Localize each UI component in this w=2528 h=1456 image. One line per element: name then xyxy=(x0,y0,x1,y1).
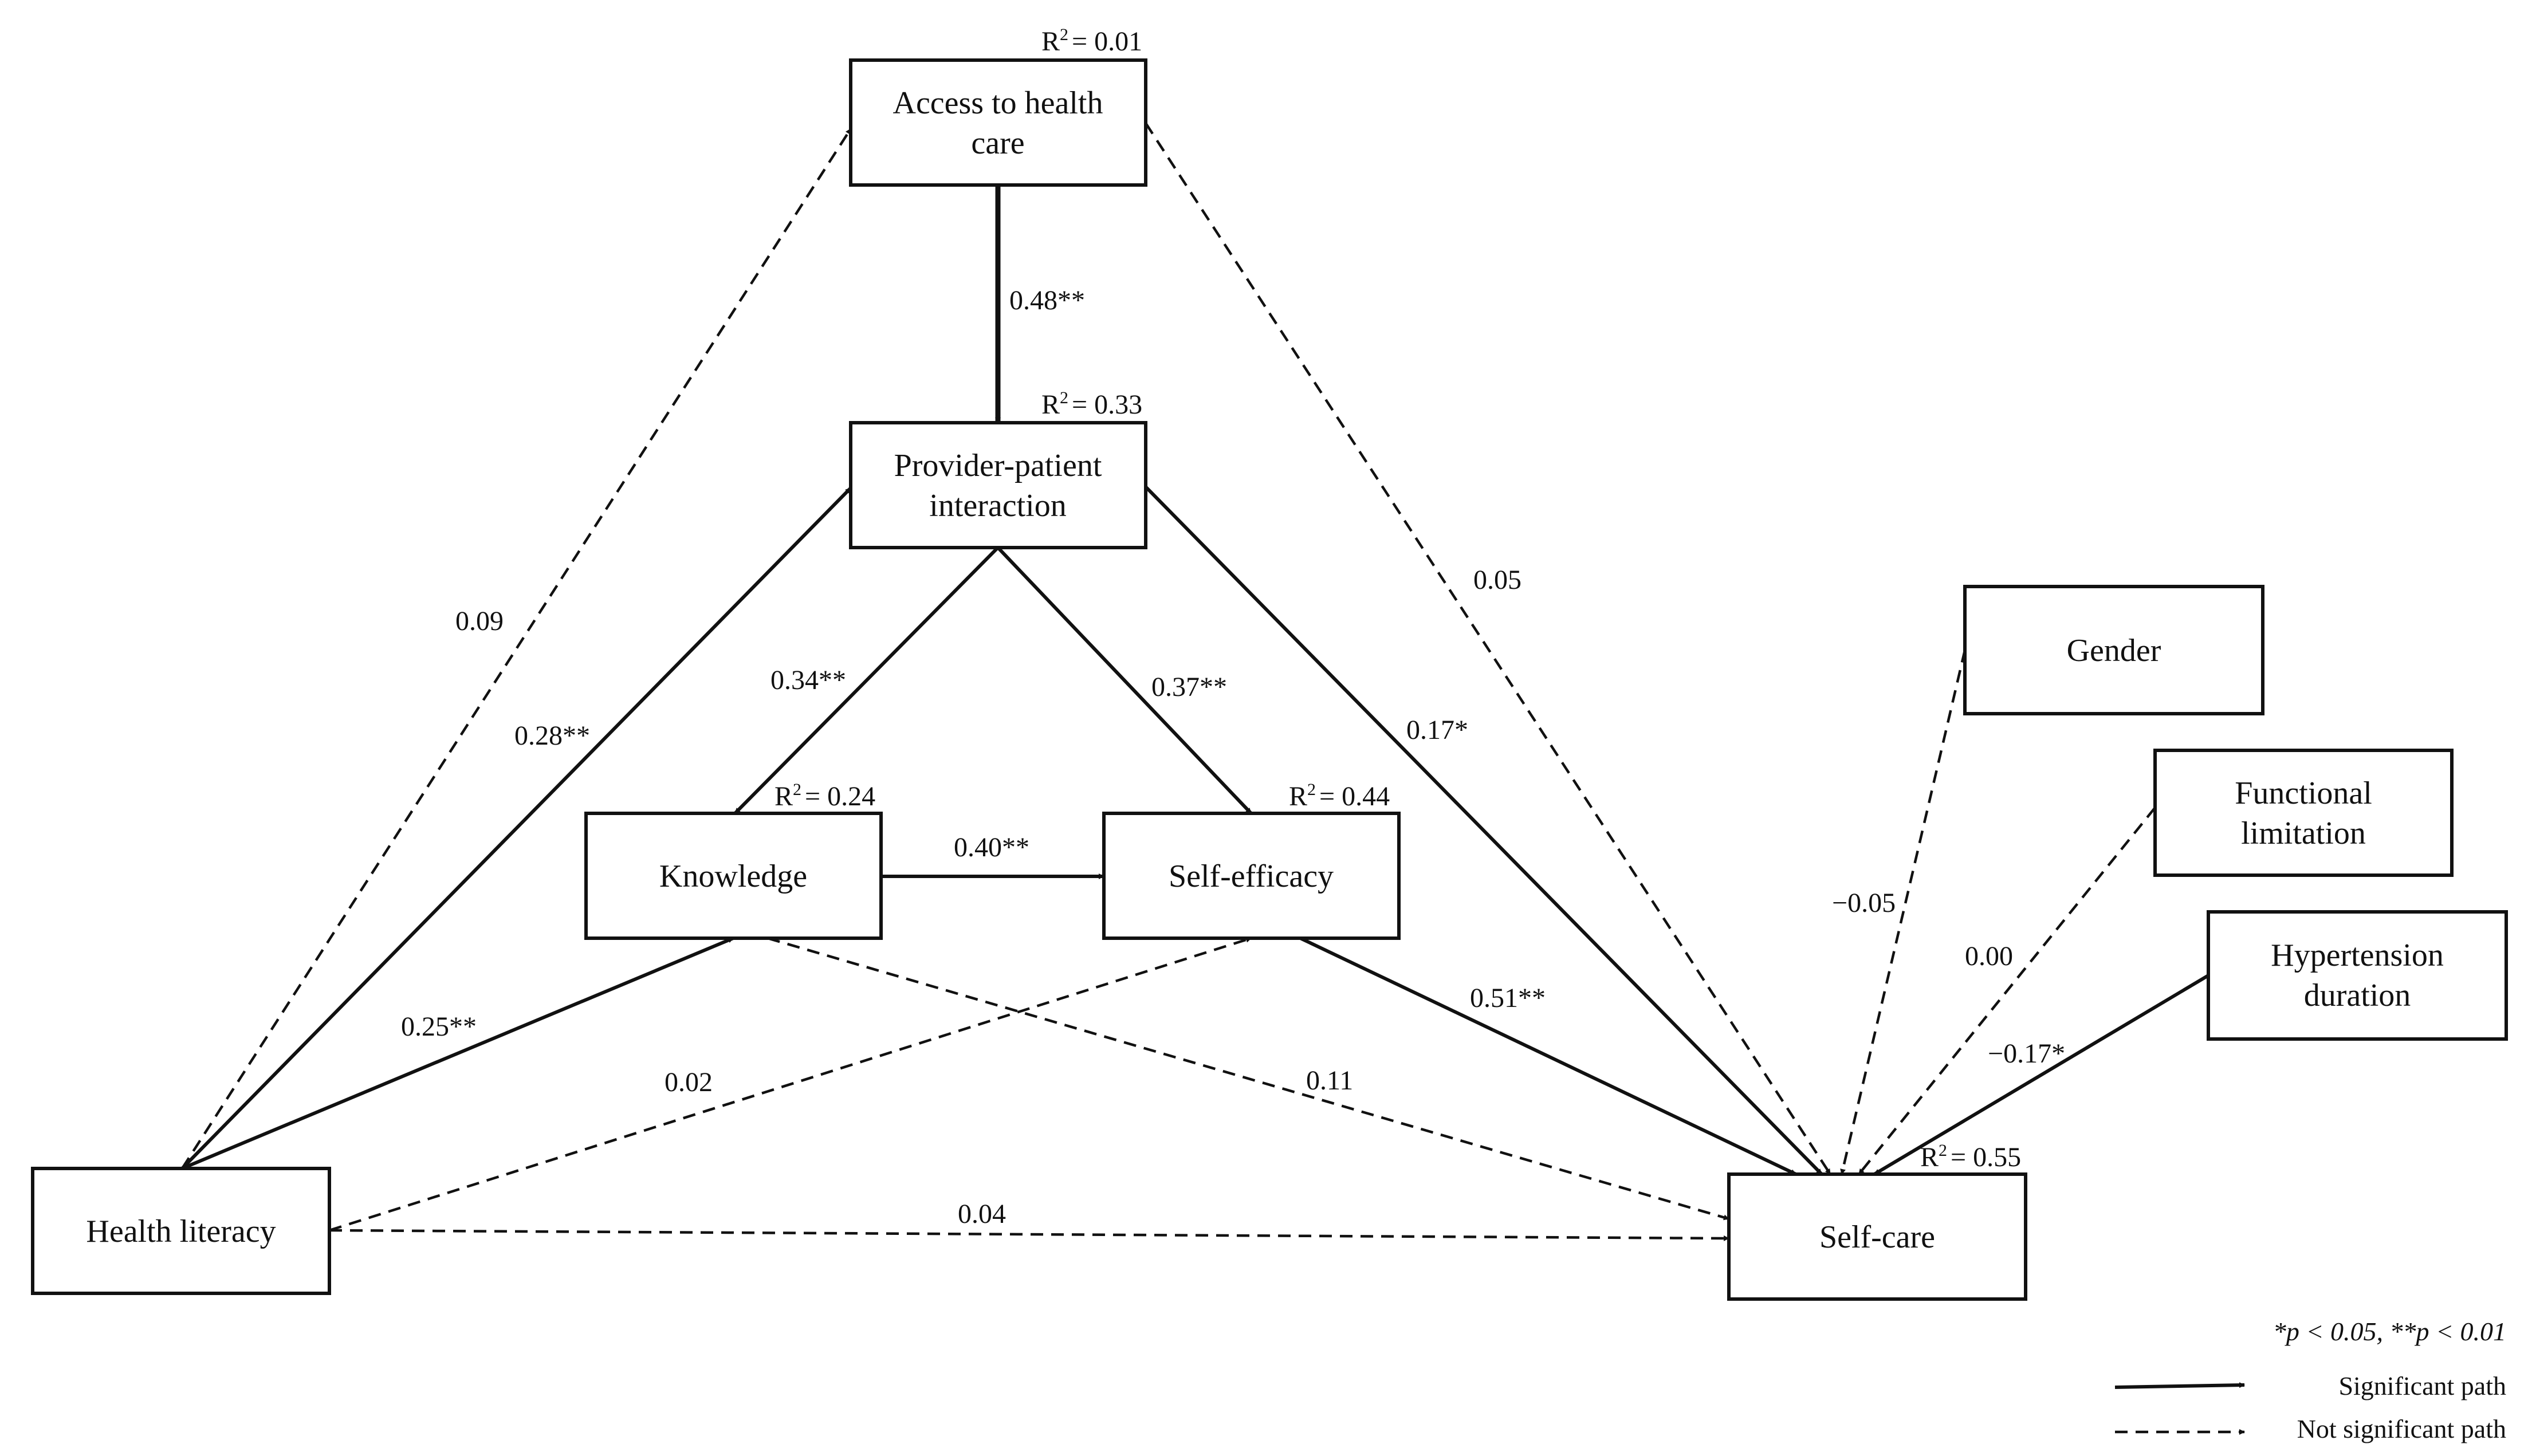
node-knowledge: Knowledge xyxy=(584,812,883,940)
r2-access-value: = 0.01 xyxy=(1072,26,1142,57)
node-knowledge-label: Knowledge xyxy=(659,859,807,894)
path-knowledge-selfcare xyxy=(767,936,1729,1221)
coef-provider-knowledge: 0.34** xyxy=(770,665,846,695)
path-hl-selfcare xyxy=(329,1229,1729,1241)
legend-not-significant-label: Not significant path xyxy=(2297,1414,2506,1443)
coef-provider-selfeff: 0.37** xyxy=(1151,672,1227,702)
path-gender-selfcare xyxy=(1840,650,1967,1175)
node-self-care-label: Self-care xyxy=(1819,1219,1935,1255)
coef-gender-selfcare: −0.05 xyxy=(1832,888,1896,918)
node-functional-limitation-line2: limitation xyxy=(2241,816,2366,851)
node-access-label-line2: care xyxy=(971,125,1024,161)
path-provider-selfcare xyxy=(1144,485,1823,1176)
r2-selfcare-symbol: R xyxy=(1920,1142,1939,1172)
node-self-efficacy-label: Self-efficacy xyxy=(1169,859,1334,894)
paths-layer xyxy=(180,122,2209,1241)
path-provider-knowledge xyxy=(733,546,1000,815)
r2-access-symbol: R xyxy=(1041,26,1060,57)
r2-provider-symbol: R xyxy=(1041,389,1060,420)
legend-significant-line xyxy=(2114,1382,2245,1389)
coef-hyper-selfcare: −0.17* xyxy=(1988,1038,2065,1069)
path-hyper-selfcare xyxy=(1873,974,2209,1176)
coef-provider-selfcare: 0.17* xyxy=(1406,715,1468,745)
path-funclim-selfcare xyxy=(1858,806,2156,1175)
r2-provider: R2= 0.33 xyxy=(1041,388,1142,420)
node-access-label-line1: Access to health xyxy=(893,85,1103,121)
node-self-care: Self-care xyxy=(1727,1172,2027,1301)
coef-hl-knowledge: 0.25** xyxy=(401,1012,477,1042)
path-selfeff-selfcare xyxy=(1299,936,1797,1176)
coef-access-selfcare: 0.05 xyxy=(1473,565,1521,595)
node-hypertension-duration: Hypertension duration xyxy=(2207,910,2508,1041)
r2-selfeff-symbol: R xyxy=(1289,781,1307,812)
path-hl-provider xyxy=(180,486,852,1170)
coef-hl-provider: 0.28** xyxy=(514,721,590,751)
node-hypertension-duration-line1: Hypertension xyxy=(2271,938,2444,973)
node-health-literacy-label: Health literacy xyxy=(86,1214,276,1249)
coef-layer: 0.48** 0.09 0.28** 0.25** 0.02 0.04 0.34… xyxy=(401,285,2065,1229)
r2-selfeff-value: = 0.44 xyxy=(1319,781,1390,812)
r2-provider-value: = 0.33 xyxy=(1072,389,1142,420)
coef-hl-access: 0.09 xyxy=(455,606,504,636)
r2-knowledge-value: = 0.24 xyxy=(805,781,875,812)
nodes-layer: Access to health care Provider-patient i… xyxy=(31,58,2508,1301)
node-hypertension-duration-line2: duration xyxy=(2304,978,2411,1013)
node-self-efficacy: Self-efficacy xyxy=(1102,812,1401,940)
r2-knowledge: R2= 0.24 xyxy=(774,780,875,812)
node-functional-limitation-line1: Functional xyxy=(2235,776,2372,811)
path-hl-knowledge xyxy=(181,936,734,1170)
coef-access-provider: 0.48** xyxy=(1009,285,1085,316)
r2-self-care: R2= 0.55 xyxy=(1920,1141,2021,1172)
legend-pvalue-note: *p < 0.05, **p < 0.01 xyxy=(2273,1317,2506,1346)
path-hl-access xyxy=(181,128,852,1170)
node-health-literacy: Health literacy xyxy=(31,1167,331,1295)
node-provider-patient-interaction: Provider-patient interaction xyxy=(849,421,1147,549)
coef-funclim-selfcare: 0.00 xyxy=(1965,941,2013,971)
legend: *p < 0.05, **p < 0.01 Significant path N… xyxy=(2114,1317,2506,1443)
coef-knowledge-selfeff: 0.40** xyxy=(954,832,1029,863)
node-access-to-health-care: Access to health care xyxy=(849,58,1147,187)
r2-selfcare-value: = 0.55 xyxy=(1951,1142,2021,1172)
node-functional-limitation: Functional limitation xyxy=(2153,749,2454,877)
node-gender-label: Gender xyxy=(2067,633,2161,668)
coef-hl-selfeff: 0.02 xyxy=(665,1067,713,1097)
r2-selfeff-sup: 2 xyxy=(1307,780,1316,799)
node-provider-label-line2: interaction xyxy=(929,488,1066,524)
r2-knowledge-symbol: R xyxy=(774,781,793,812)
coef-hl-selfcare: 0.04 xyxy=(958,1199,1006,1229)
r2-self-efficacy: R2= 0.44 xyxy=(1289,780,1390,812)
r2-selfcare-sup: 2 xyxy=(1939,1141,1947,1160)
r2-layer: R2= 0.01 R2= 0.33 R2= 0.24 R2= 0.44 R2= … xyxy=(774,25,2021,1172)
r2-access-sup: 2 xyxy=(1060,25,1068,44)
coef-knowledge-selfcare: 0.11 xyxy=(1306,1065,1353,1096)
coef-selfeff-selfcare: 0.51** xyxy=(1470,983,1546,1013)
path-provider-selfeff xyxy=(996,546,1253,815)
path-hl-selfeff xyxy=(329,936,1252,1232)
node-gender: Gender xyxy=(1963,585,2264,715)
legend-significant-label: Significant path xyxy=(2338,1371,2506,1400)
r2-access: R2= 0.01 xyxy=(1041,25,1142,57)
node-provider-label-line1: Provider-patient xyxy=(894,448,1102,483)
r2-provider-sup: 2 xyxy=(1060,388,1068,407)
path-access-selfcare xyxy=(1145,122,1831,1175)
r2-knowledge-sup: 2 xyxy=(793,780,801,799)
